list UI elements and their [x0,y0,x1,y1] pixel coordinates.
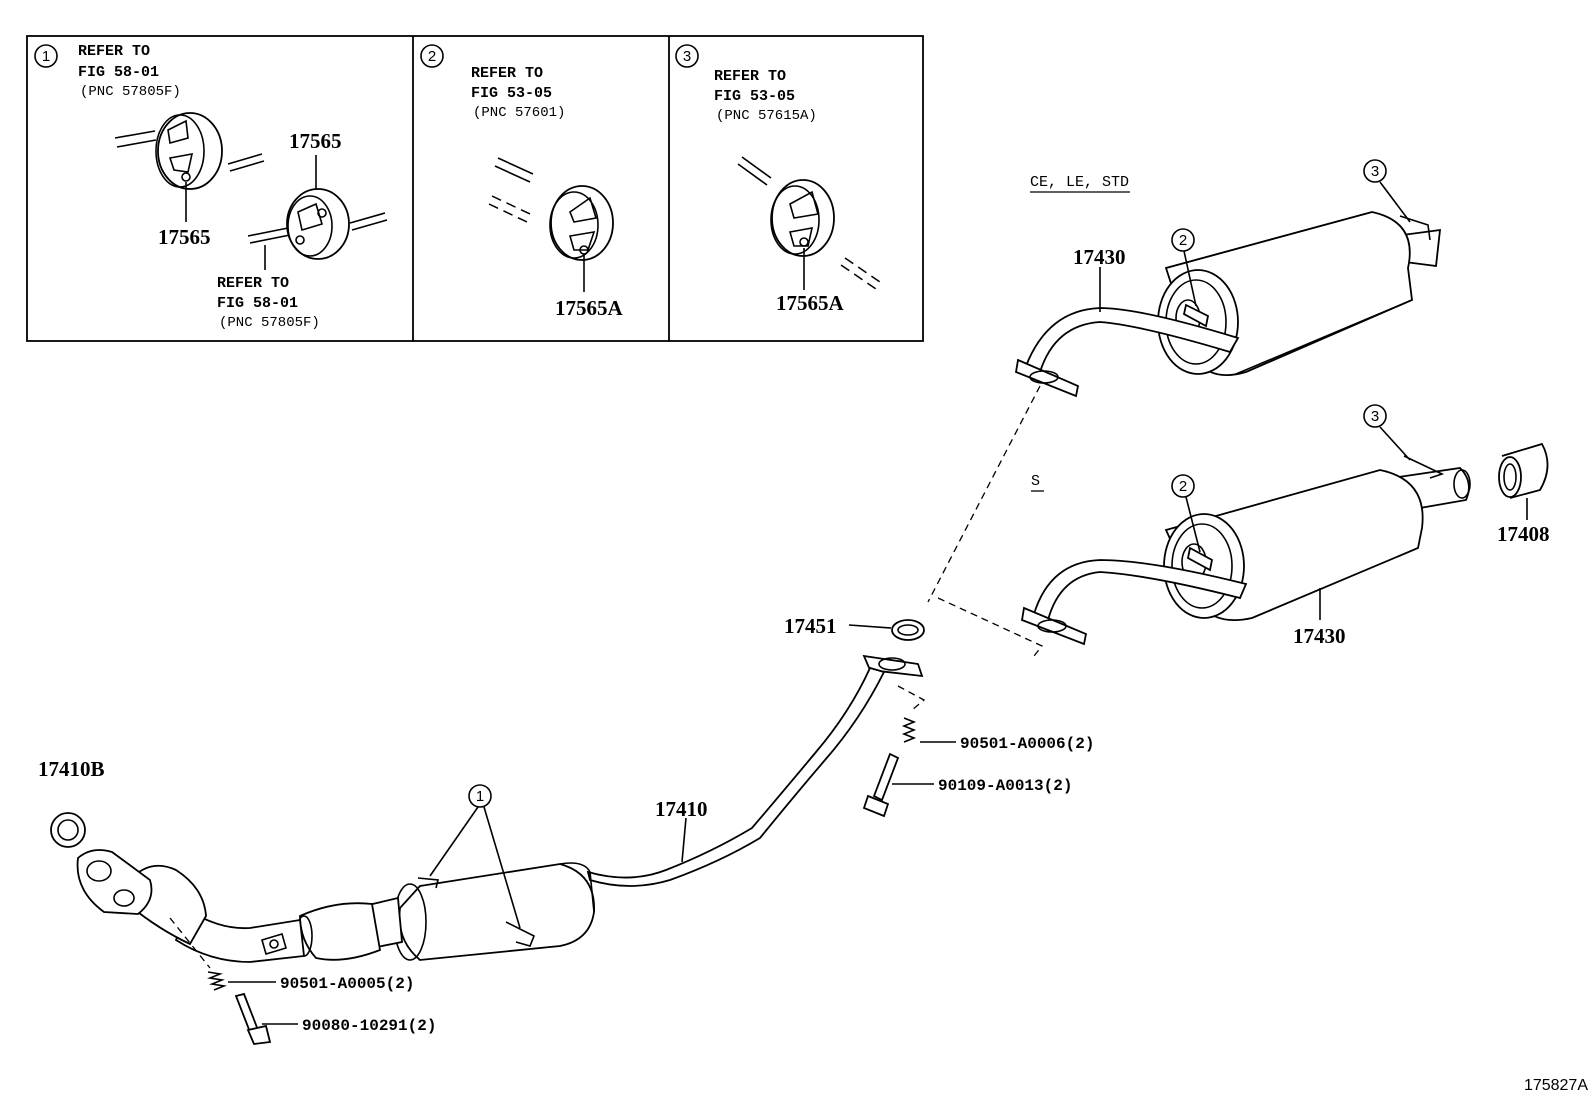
figure-number: 175827A [1524,1077,1588,1094]
part-number-gasket-mid: 17451 [784,614,837,638]
marker-2-upper: 2 [1171,228,1197,307]
marker-3-upper: 3 [1363,159,1411,223]
spring-mid [901,717,917,743]
muffler-assembly-lower [1020,455,1471,646]
marker-1-front-pipe: 1 [429,784,521,929]
variant-label-lower: S [1031,473,1044,492]
variant-ce-le-std: CE, LE, STD [1030,174,1129,191]
ref-text-line1: REFER TO [471,65,543,82]
tail-tip [1498,442,1549,499]
marker-circle-2 [420,44,444,68]
part-number-17565-b: 17565 [289,129,342,153]
ref-text-line3: (PNC 57601) [473,105,565,121]
leader-line [848,624,892,629]
marker-circle-3 [675,44,699,68]
ref-text-line3: (PNC 57805F) [80,84,181,100]
part-number-muffler-upper: 17430 [1073,245,1126,269]
inset-box-2: 2 REFER TO FIG 53-05 (PNC 57601) 17565A [420,44,624,320]
rubber-hanger [549,185,614,261]
part-number-front-pipe: 17410 [655,797,708,821]
inset-box-3: 3 REFER TO FIG 53-05 (PNC 57615A) 17565A [675,44,881,315]
gasket-front [50,812,86,848]
muffler-assembly-upper [1014,211,1442,398]
part-number-17565A-box3: 17565A [776,291,845,315]
ref-text-line1: REFER TO [714,68,786,85]
part-number-bolt-mid: 90109-A0013(2) [938,777,1072,795]
rubber-hanger [155,112,223,190]
rubber-hanger [770,179,835,257]
ref-text-line1: REFER TO [78,43,150,60]
svg-text:2: 2 [1179,478,1187,495]
ref-text-line2: FIG 53-05 [714,88,795,105]
spring-front [207,971,227,991]
alignment-dash [169,917,211,969]
ref-text-line3: (PNC 57615A) [716,108,817,124]
variant-s: S [1031,473,1040,490]
marker-3-lower: 3 [1363,404,1411,461]
svg-text:1: 1 [476,788,484,805]
part-number-tail-tip: 17408 [1497,522,1550,546]
ref-text-line2: FIG 58-01 [217,295,298,312]
hanger-rod [247,212,388,244]
alignment-dash [897,685,926,711]
ref-text-line2: FIG 58-01 [78,64,159,81]
ref-text-line2: FIG 53-05 [471,85,552,102]
svg-text:3: 3 [1371,408,1379,425]
hanger-rod [737,156,881,290]
svg-text:3: 3 [1371,163,1379,180]
marker-1-label: 1 [42,48,50,65]
inset-box-1: 1 REFER TO FIG 58-01 (PNC 57805F) 17565 [34,43,388,331]
part-number-17565-a: 17565 [158,225,211,249]
alignment-dash [937,597,1044,657]
bolt-front [234,992,272,1045]
variant-label-upper: CE, LE, STD [1030,174,1130,193]
part-number-muffler-lower: 17430 [1293,624,1346,648]
part-number-spring-mid: 90501-A0006(2) [960,735,1094,753]
part-number-spring-front: 90501-A0005(2) [280,975,414,993]
svg-text:2: 2 [1179,232,1187,249]
inset-panel [26,35,924,342]
hanger-rod [488,157,534,223]
ref-text-line1: REFER TO [217,275,289,292]
marker-circle-1 [34,44,58,68]
part-number-gasket-front: 17410B [38,757,105,781]
rubber-hanger [286,188,350,260]
leader-line [681,817,687,863]
marker-2-label: 2 [428,48,436,65]
ref-text-line3: (PNC 57805F) [219,315,320,331]
bolt-mid [862,752,900,818]
part-number-17565A-box2: 17565A [555,296,624,320]
front-exhaust-pipe [76,654,924,963]
alignment-dash [927,385,1041,603]
marker-3-label: 3 [683,48,691,65]
part-number-bolt-front: 90080-10291(2) [302,1017,436,1035]
hanger-rod [114,130,265,172]
marker-2-lower: 2 [1171,474,1201,553]
gasket-mid [891,619,925,641]
